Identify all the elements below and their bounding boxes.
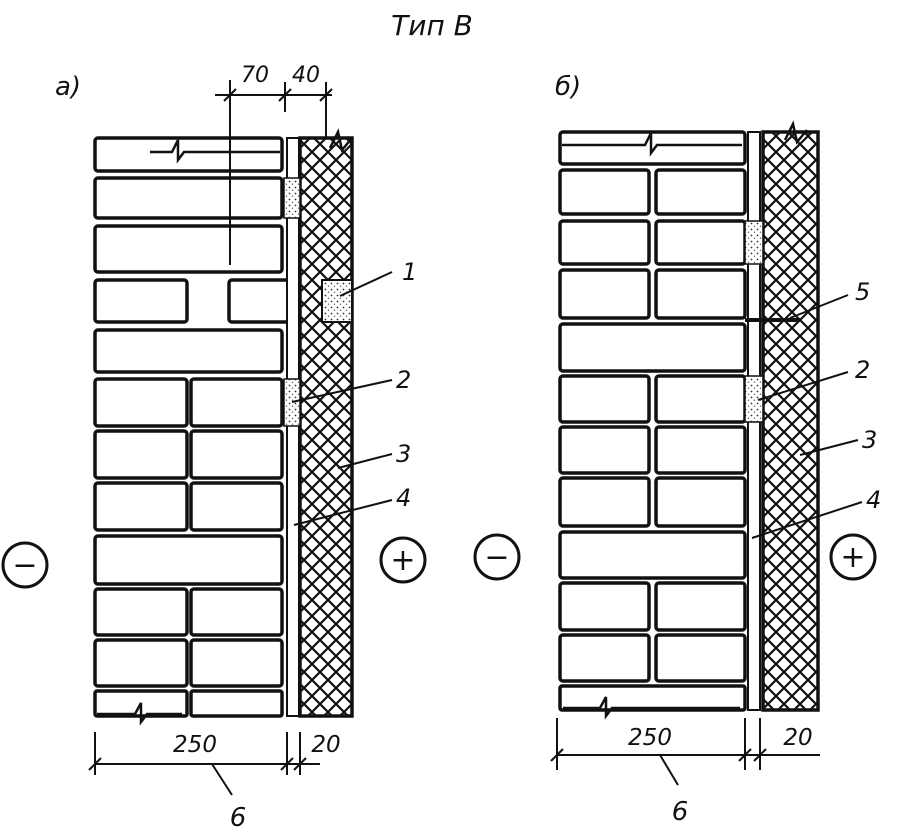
panel-b-brickwork — [558, 130, 747, 712]
dim-20: 20 — [783, 725, 812, 751]
callout-1: 1 — [402, 258, 417, 286]
callout-5: 5 — [855, 278, 870, 306]
sign-minus: − — [484, 540, 509, 575]
callout-4: 4 — [866, 486, 881, 514]
sign-plus: + — [390, 543, 415, 578]
break-mark-bottom — [97, 702, 182, 726]
concrete-fill — [283, 378, 301, 427]
panel-a: а) — [1, 63, 427, 833]
plus-sign-icon — [829, 533, 877, 581]
minus-sign-icon — [1, 541, 49, 589]
dim-20: 20 — [311, 732, 340, 758]
break-mark-insulation — [328, 128, 353, 153]
plus-sign-icon — [379, 536, 427, 584]
dim-70: 70 — [241, 63, 269, 88]
panel-b-label: б) — [555, 72, 581, 102]
panel-a-bottom-dimensions — [88, 732, 320, 796]
dim-250: 250 — [173, 732, 217, 758]
callout-6: 6 — [230, 803, 247, 833]
concrete-fill — [283, 177, 301, 219]
callout-3: 3 — [396, 440, 411, 468]
concrete-fill — [744, 220, 764, 265]
callout-6: 6 — [672, 797, 689, 827]
minus-sign-icon — [473, 533, 521, 581]
panel-b-bottom-dimensions — [550, 718, 820, 786]
sign-plus: + — [840, 540, 865, 575]
panel-b-insulation — [761, 130, 820, 712]
sign-minus: − — [12, 548, 37, 583]
break-mark-top — [562, 132, 742, 157]
break-mark-top — [150, 139, 280, 164]
dim-250: 250 — [628, 725, 672, 751]
panel-b: б) — [473, 72, 881, 827]
callout-2: 2 — [396, 366, 411, 394]
dim-40: 40 — [292, 63, 320, 88]
break-mark-bottom — [563, 696, 740, 720]
callout-4: 4 — [396, 484, 411, 512]
panel-a-leaders — [291, 271, 393, 526]
panel-a-insulation — [298, 136, 354, 718]
figure-title: Тип В — [391, 9, 473, 42]
callout-3: 3 — [862, 426, 877, 454]
break-mark-insulation — [783, 120, 808, 145]
panel-b-leaders — [751, 294, 863, 539]
panel-a-air-gap — [286, 137, 300, 717]
panel-a-top-dimensions — [215, 80, 333, 265]
concrete-fill-anchor — [321, 279, 353, 323]
panel-a-label: а) — [55, 72, 81, 102]
callout-2: 2 — [855, 356, 870, 384]
